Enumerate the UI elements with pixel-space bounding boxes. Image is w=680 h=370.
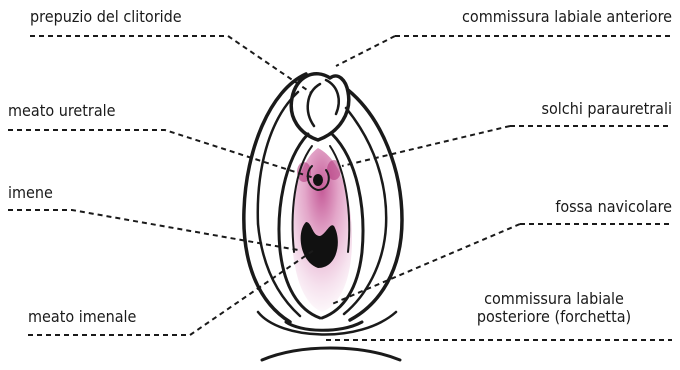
label-prepuzio-clitoride: prepuzio del clitoride [30, 8, 182, 26]
labia-majora-right-2 [344, 108, 386, 314]
leader-commissura-anteriore [336, 36, 672, 66]
label-meato-uretrale: meato uretrale [8, 102, 116, 120]
urethral-meatus [313, 174, 323, 186]
perineum-curve [262, 348, 400, 360]
leader-imene [8, 210, 298, 250]
label-meato-imenale: meato imenale [28, 308, 136, 326]
leader-meato-uretrale [8, 130, 314, 178]
clitoral-hood-inner [308, 84, 320, 126]
label-commissura-anteriore: commissura labiale anteriore [462, 8, 672, 26]
clitoral-hood-fold [326, 80, 339, 114]
label-commissura-posteriore-line2: posteriore (forchetta) [448, 308, 660, 326]
leader-prepuzio [30, 36, 310, 92]
label-imene: imene [8, 184, 53, 202]
posterior-fold-1 [286, 322, 362, 330]
label-commissura-posteriore-line1: commissura labiale [448, 290, 660, 308]
label-fossa-navicolare: fossa navicolare [555, 198, 672, 216]
label-solchi-parauretrali: solchi parauretrali [541, 100, 672, 118]
label-commissura-posteriore: commissura labiale posteriore (forchetta… [448, 290, 660, 326]
